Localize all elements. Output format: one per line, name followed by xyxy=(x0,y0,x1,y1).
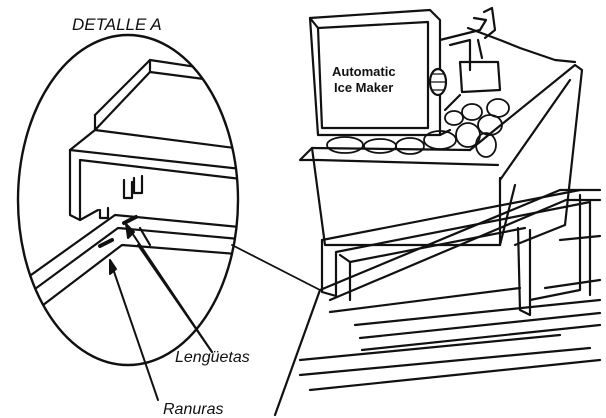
ice-bucket xyxy=(298,63,584,247)
detail-shelf-closeup xyxy=(18,58,238,317)
detail-a-label: DETALLE A xyxy=(72,15,162,34)
slots-label: Ranuras xyxy=(163,401,223,418)
leader-lines xyxy=(109,223,213,401)
ice-maker-label-line2: Ice Maker xyxy=(334,80,393,95)
detail-a-circle xyxy=(16,33,240,367)
connector-line xyxy=(231,244,321,291)
freezer-shelf xyxy=(273,188,602,417)
ice-maker-label-line1: Automatic xyxy=(332,64,396,79)
ice-maker-unit xyxy=(308,6,577,137)
tabs-label: Lengüetas xyxy=(175,349,250,366)
